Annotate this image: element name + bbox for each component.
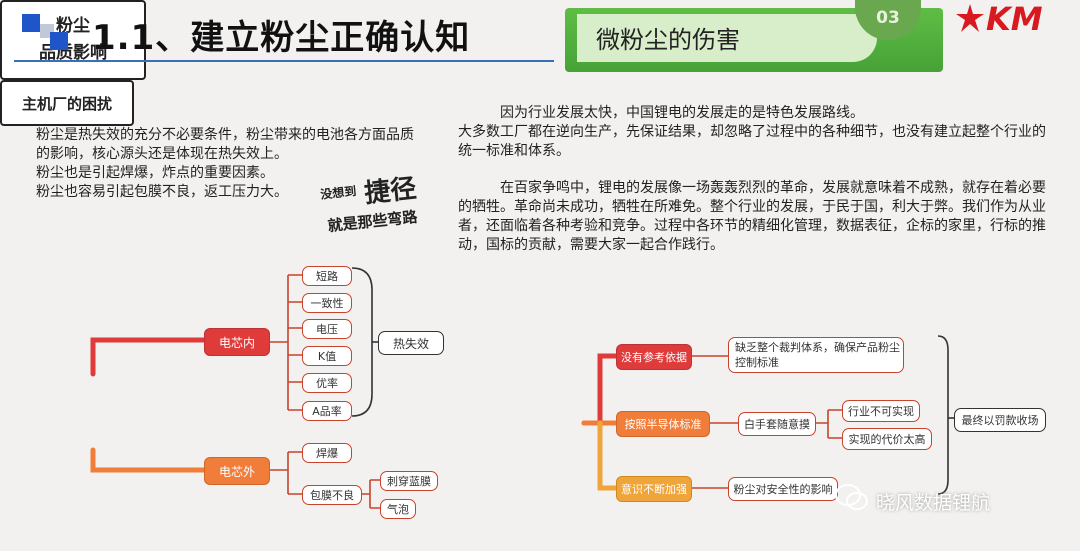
brand-star-icon — [956, 4, 984, 32]
right-branch-awareness: 意识不断加强 — [616, 476, 692, 502]
left-text-line: 粉尘是热失效的充分不必要条件，粉尘带来的电池各方面品质的影响，核心源头还是体现在… — [36, 127, 414, 162]
logo-square-1 — [22, 14, 40, 32]
inside-result: 热失效 — [378, 331, 444, 355]
leaf-no-standard: 缺乏整个裁判体系，确保产品粉尘 控制标准 — [728, 337, 904, 373]
section-banner-label: 微粉尘的伤害 — [596, 26, 740, 54]
root-line-1: 粉尘 — [56, 16, 90, 36]
leaf-industry-infeasible: 行业不可实现 — [842, 400, 920, 422]
right-branch-semiconductor: 按照半导体标准 — [616, 411, 710, 437]
film-item-bubble: 气泡 — [380, 499, 416, 519]
left-text-line: 粉尘也是引起焊爆，炸点的重要因素。 — [36, 165, 274, 181]
right-branch-no-reference: 没有参考依据 — [616, 344, 692, 370]
branch-inside-cell: 电芯内 — [204, 328, 270, 356]
section-banner-inner — [577, 14, 877, 62]
outside-item-film-defect: 包膜不良 — [302, 485, 362, 505]
right-text-block: 因为行业发展太快，中国锂电的发展走的是特色发展路线。 大多数工厂都在逆向生产，先… — [458, 104, 1058, 255]
page-title: 1.1、建立粉尘正确认知 — [92, 18, 471, 58]
right-para1-line2: 大多数工厂都在逆向生产，先保证结果，却忽略了过程中的各种细节，也没有建立起整个行… — [458, 124, 1046, 159]
page-number: 03 — [876, 8, 900, 28]
wechat-icon — [835, 484, 868, 510]
inside-item-consistency: 一致性 — [302, 293, 352, 313]
inside-item-yield: 优率 — [302, 373, 352, 393]
film-item-puncture: 刺穿蓝膜 — [380, 471, 438, 491]
branch-outside-cell: 电芯外 — [204, 457, 270, 485]
outside-item-weld-burst: 焊爆 — [302, 443, 352, 463]
title-divider — [14, 60, 554, 62]
leaf-no-standard-line1: 缺乏整个裁判体系，确保产品粉尘 — [735, 341, 900, 354]
logo-square-3 — [50, 32, 68, 50]
result-fine: 最终以罚款收场 — [954, 408, 1046, 432]
inside-item-a-grade: A品率 — [302, 401, 352, 421]
watermark: 晓风数据锂航 — [876, 492, 991, 514]
leaf-no-standard-line2: 控制标准 — [735, 356, 779, 369]
leaf-safety-impact: 粉尘对安全性的影响 — [728, 477, 838, 501]
left-mindmap-lines — [90, 267, 380, 509]
inside-item-k-value: K值 — [302, 346, 352, 366]
right-mindmap-root: 主机厂的困扰 — [0, 80, 134, 126]
right-para2: 在百家争鸣中，锂电的发展像一场轰轰烈烈的革命，发展就意味着不成熟，就存在着必要的… — [458, 180, 1046, 253]
brand-logo: KM — [986, 0, 1043, 38]
right-para1-line1: 因为行业发展太快，中国锂电的发展走的是特色发展路线。 — [500, 105, 864, 121]
left-mindmap-root: 粉尘 品质影响 — [0, 0, 146, 80]
left-text-block: 粉尘是热失效的充分不必要条件，粉尘带来的电池各方面品质的影响，核心源头还是体现在… — [36, 126, 416, 202]
left-text-line: 粉尘也容易引起包膜不良，返工压力大。 — [36, 184, 288, 200]
inside-item-voltage: 电压 — [302, 319, 352, 339]
inside-item-short-circuit: 短路 — [302, 266, 352, 286]
leaf-cost-too-high: 实现的代价太高 — [842, 428, 932, 450]
leaf-white-glove: 白手套随意摸 — [738, 412, 816, 436]
